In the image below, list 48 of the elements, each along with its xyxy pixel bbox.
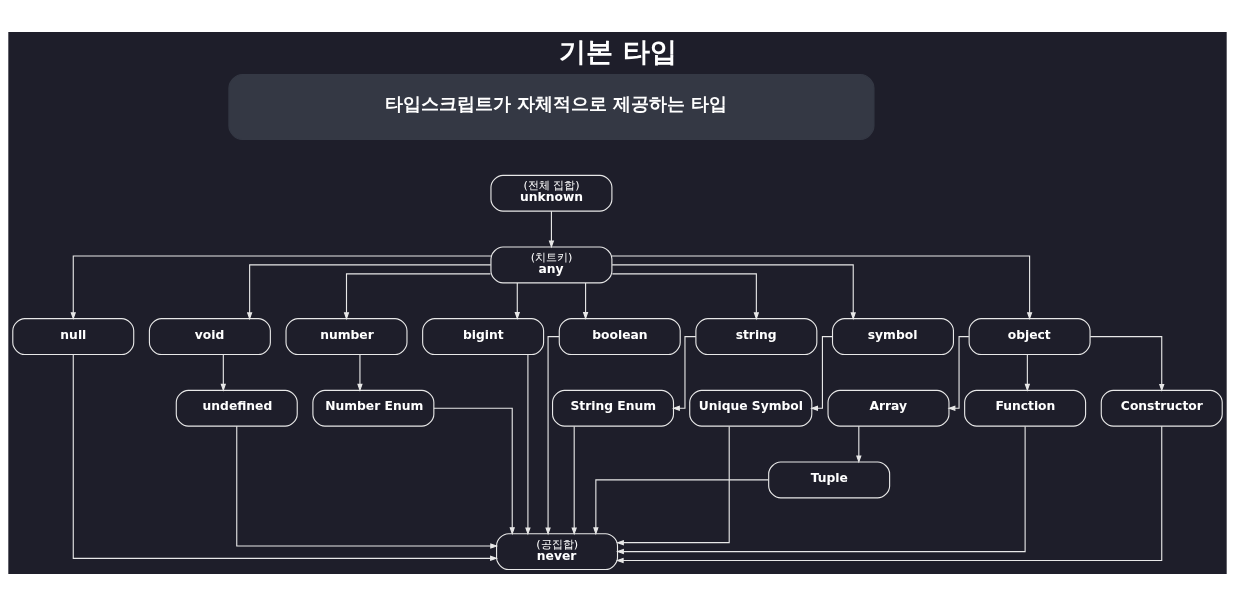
node-box: (공집합) never xyxy=(496,533,619,571)
node-box: 타입스크립트가 자체적으로 제공하는 타입 xyxy=(228,74,875,141)
arrow xyxy=(1024,354,1031,392)
node-box: Tuple xyxy=(768,461,891,499)
node-box: (치트키) any xyxy=(490,246,613,284)
arrow xyxy=(72,354,498,562)
arrow xyxy=(1089,336,1165,392)
arrow xyxy=(611,255,1033,320)
arrow xyxy=(856,425,862,464)
arrow xyxy=(615,425,1163,564)
node-box: String Enum xyxy=(552,389,675,427)
arrow xyxy=(810,336,833,411)
node-box: Number Enum xyxy=(312,389,435,427)
diagram-title: 기본 타입 xyxy=(559,36,677,68)
node-box: boolean xyxy=(558,318,681,356)
node-box: bigint xyxy=(422,318,545,356)
arrow xyxy=(357,354,363,392)
arrow xyxy=(611,273,760,321)
arrow xyxy=(433,407,515,536)
node-box: Constructor xyxy=(1100,389,1223,427)
arrow xyxy=(616,425,1026,555)
node-box: Function xyxy=(964,389,1087,427)
node-box: null xyxy=(12,318,135,356)
arrow xyxy=(545,336,560,536)
arrow xyxy=(947,336,970,411)
node-box: number xyxy=(285,318,408,356)
arrow xyxy=(343,273,492,321)
arrow xyxy=(548,210,555,249)
arrow xyxy=(220,354,227,392)
node-box: undefined xyxy=(175,389,298,427)
arrow xyxy=(616,425,730,546)
arrow xyxy=(70,255,492,320)
arrow xyxy=(582,282,589,320)
node-box: void xyxy=(148,318,271,356)
node-box: Unique Symbol xyxy=(689,389,813,427)
node-box: object xyxy=(968,318,1091,356)
arrow xyxy=(525,354,531,536)
arrow xyxy=(236,425,499,549)
arrow xyxy=(593,479,769,536)
arrow xyxy=(611,264,856,321)
node-box: Array xyxy=(827,389,950,427)
arrow xyxy=(514,282,520,320)
arrow xyxy=(246,264,492,321)
node-box: symbol xyxy=(831,318,954,356)
arrow xyxy=(672,336,697,411)
node-box: string xyxy=(695,318,818,356)
arrow xyxy=(571,425,577,536)
node-box: (전체 집합) unknown xyxy=(490,174,613,212)
